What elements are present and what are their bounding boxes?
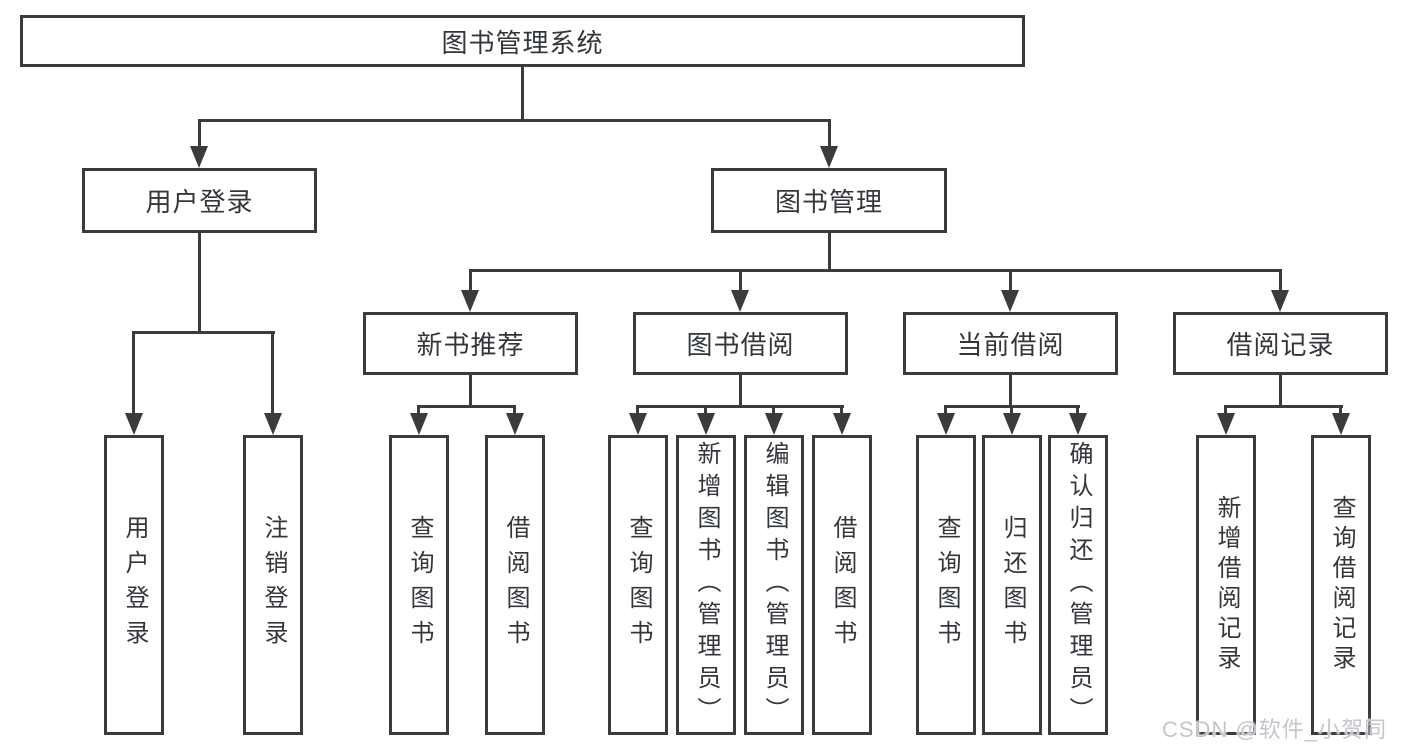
connector-vline xyxy=(1279,374,1282,408)
leaf-query-books-recommend: 查询图书 xyxy=(389,435,449,735)
arrow-down-icon xyxy=(1217,413,1235,435)
arrow-down-icon xyxy=(820,146,838,168)
leaf-query-books-recommend-label: 查询图书 xyxy=(406,515,433,655)
leaf-logout-label: 注销登录 xyxy=(260,515,287,655)
watermark: CSDN @软件_小贺同学 xyxy=(1162,717,1388,742)
leaf-add-books-admin: 新增图书（管理员） xyxy=(676,435,736,735)
connector-vline xyxy=(828,119,831,148)
leaf-edit-books-admin-label: 编辑图书（管理员） xyxy=(761,441,788,729)
leaf-query-borrow-record-label: 查询借阅记录 xyxy=(1328,495,1355,675)
arrow-down-icon xyxy=(1271,290,1289,312)
connector-vline xyxy=(1279,269,1282,292)
arrow-down-icon xyxy=(1003,413,1021,435)
leaf-return-books-label: 归还图书 xyxy=(999,515,1026,655)
arrow-down-icon xyxy=(1001,290,1019,312)
node-book-management-label: 图书管理 xyxy=(774,187,883,217)
connector-hline xyxy=(198,119,831,122)
node-root: 图书管理系统 xyxy=(20,15,1025,67)
node-user-login-label: 用户登录 xyxy=(145,187,254,217)
node-new-book-recommend-label: 新书推荐 xyxy=(416,330,525,360)
node-user-login: 用户登录 xyxy=(82,168,317,233)
arrow-down-icon xyxy=(697,413,715,435)
leaf-user-login: 用户登录 xyxy=(104,435,164,735)
arrow-down-icon xyxy=(1332,413,1350,435)
leaf-logout: 注销登录 xyxy=(243,435,303,735)
leaf-query-books-borrow: 查询图书 xyxy=(608,435,668,735)
leaf-borrow-books: 借阅图书 xyxy=(812,435,872,735)
connector-vline xyxy=(469,374,472,408)
leaf-query-books-borrow-label: 查询图书 xyxy=(625,515,652,655)
arrow-down-icon xyxy=(190,146,208,168)
leaf-query-books-current-label: 查询图书 xyxy=(933,515,960,655)
connector-vline xyxy=(840,405,843,415)
arrow-down-icon xyxy=(264,413,282,435)
leaf-add-borrow-record-label: 新增借阅记录 xyxy=(1213,495,1240,675)
connector-vline xyxy=(469,269,472,292)
leaf-query-books-current: 查询图书 xyxy=(916,435,976,735)
connector-vline xyxy=(1009,269,1012,292)
arrow-down-icon xyxy=(731,290,749,312)
leaf-borrow-books-recommend: 借阅图书 xyxy=(485,435,545,735)
connector-vline xyxy=(1224,405,1227,415)
connector-vline xyxy=(944,405,947,415)
connector-vline xyxy=(521,66,524,121)
connector-vline xyxy=(772,405,775,415)
connector-vline xyxy=(828,232,831,272)
leaf-confirm-return-admin: 确认归还（管理员） xyxy=(1048,435,1108,735)
node-borrow-records: 借阅记录 xyxy=(1173,312,1388,375)
connector-hline xyxy=(417,405,516,408)
arrow-down-icon xyxy=(410,413,428,435)
leaf-confirm-return-admin-label: 确认归还（管理员） xyxy=(1065,441,1092,729)
connector-vline xyxy=(417,405,420,415)
connector-vline xyxy=(1339,405,1342,415)
connector-hline xyxy=(1224,405,1343,408)
connector-vline xyxy=(739,269,742,292)
connector-vline xyxy=(1009,374,1012,408)
node-current-borrow: 当前借阅 xyxy=(903,312,1118,375)
node-root-label: 图书管理系统 xyxy=(441,27,604,58)
leaf-add-books-admin-label: 新增图书（管理员） xyxy=(693,441,720,729)
leaf-query-borrow-record: 查询借阅记录 xyxy=(1311,435,1371,735)
connector-vline xyxy=(704,405,707,415)
connector-hline xyxy=(469,269,1282,272)
leaf-user-login-label: 用户登录 xyxy=(121,515,148,655)
connector-vline xyxy=(132,331,135,414)
arrow-down-icon xyxy=(461,290,479,312)
connector-vline xyxy=(1076,405,1079,415)
connector-vline xyxy=(198,232,201,333)
arrow-down-icon xyxy=(833,413,851,435)
node-book-management: 图书管理 xyxy=(711,168,947,233)
connector-hline xyxy=(132,331,275,334)
arrow-down-icon xyxy=(629,413,647,435)
node-borrow-records-label: 借阅记录 xyxy=(1226,330,1335,360)
leaf-borrow-books-recommend-label: 借阅图书 xyxy=(502,515,529,655)
connector-vline xyxy=(271,331,274,414)
leaf-edit-books-admin: 编辑图书（管理员） xyxy=(744,435,804,735)
node-book-borrow: 图书借阅 xyxy=(633,312,848,375)
arrow-down-icon xyxy=(937,413,955,435)
node-current-borrow-label: 当前借阅 xyxy=(956,330,1065,360)
connector-hline xyxy=(636,405,844,408)
leaf-return-books: 归还图书 xyxy=(982,435,1042,735)
node-book-borrow-label: 图书借阅 xyxy=(686,330,795,360)
arrow-down-icon xyxy=(125,413,143,435)
arrow-down-icon xyxy=(765,413,783,435)
connector-vline xyxy=(636,405,639,415)
node-new-book-recommend: 新书推荐 xyxy=(363,312,578,375)
arrow-down-icon xyxy=(506,413,524,435)
connector-vline xyxy=(513,405,516,415)
arrow-down-icon xyxy=(1069,413,1087,435)
leaf-add-borrow-record: 新增借阅记录 xyxy=(1196,435,1256,735)
connector-vline xyxy=(739,374,742,408)
connector-vline xyxy=(198,119,201,148)
connector-vline xyxy=(1010,405,1013,415)
leaf-borrow-books-label: 借阅图书 xyxy=(829,515,856,655)
